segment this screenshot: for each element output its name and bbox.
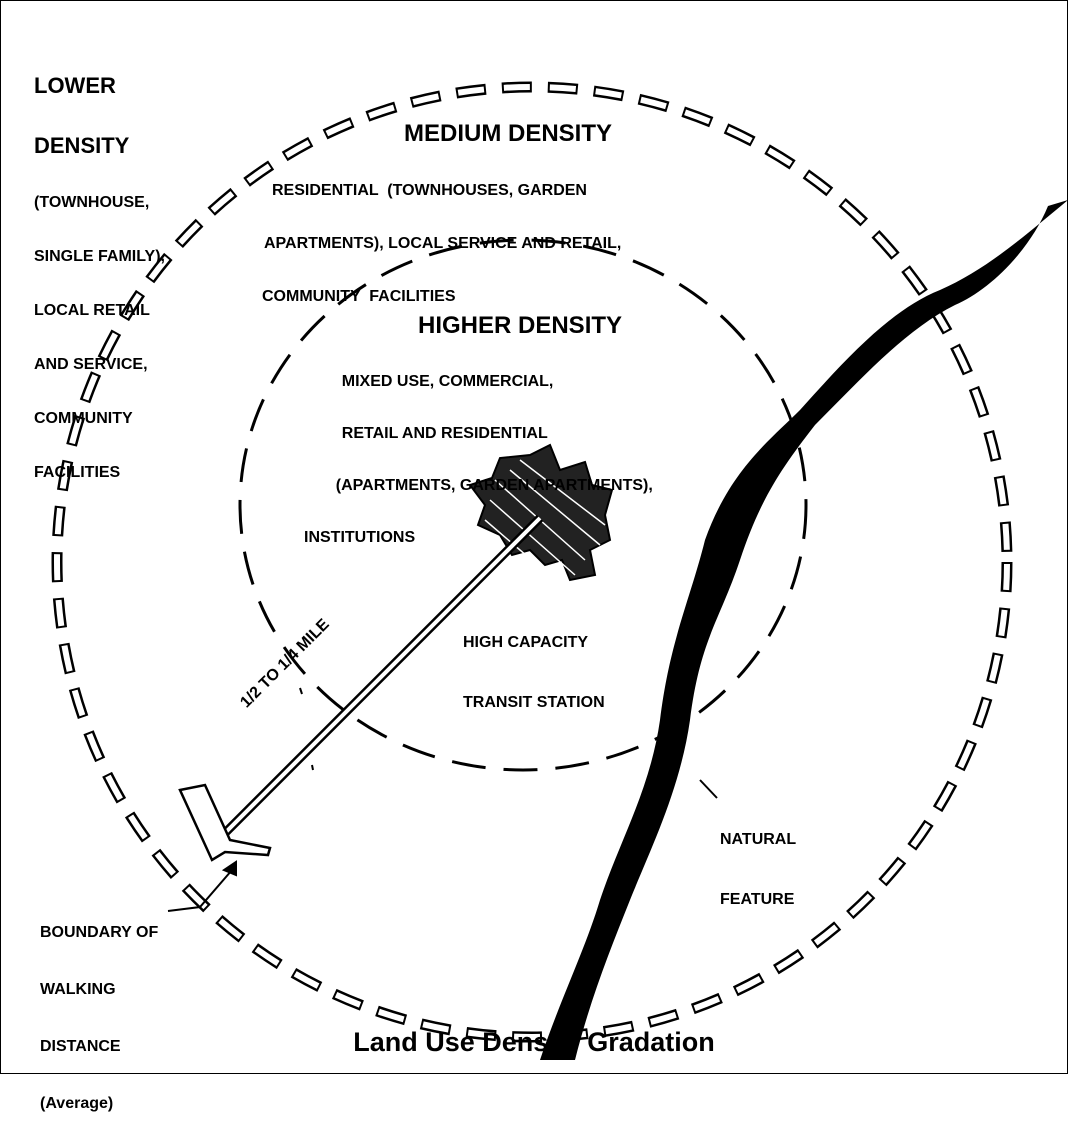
lower-density-line-2: SINGLE FAMILY), (34, 248, 165, 265)
medium-density-heading: MEDIUM DENSITY (404, 120, 613, 147)
lower-density-line-3: LOCAL RETAIL (34, 302, 150, 319)
higher-density-heading: HIGHER DENSITY (418, 312, 623, 339)
transit-station-line-1: HIGH CAPACITY (463, 634, 589, 651)
higher-density-line-2: RETAIL AND RESIDENTIAL (324, 425, 548, 442)
higher-density-label: HIGHER DENSITY MIXED USE, COMMERCIAL, RE… (304, 280, 653, 564)
lower-density-line-4: AND SERVICE, (34, 356, 148, 373)
leader-lines (167, 779, 718, 912)
walking-boundary-line-4: (Average) (40, 1095, 114, 1112)
medium-density-label: MEDIUM DENSITY RESIDENTIAL (TOWNHOUSES, … (262, 88, 822, 323)
lower-density-heading-2: DENSITY (34, 133, 130, 158)
medium-density-line-2: APARTMENTS), LOCAL SERVICE AND RETAIL, (264, 235, 622, 252)
natural-feature-line-2: FEATURE (720, 891, 795, 908)
natural-feature-river (540, 200, 1068, 1060)
walking-boundary-label: BOUNDARY OF WALKING DISTANCE (Average) (40, 885, 158, 1132)
inner-ring (238, 238, 808, 772)
walking-boundary-line-3: DISTANCE (40, 1038, 121, 1055)
lower-density-line-1: (TOWNHOUSE, (34, 194, 150, 211)
distance-line (178, 514, 544, 862)
natural-feature-label: NATURAL FEATURE (720, 790, 796, 930)
medium-density-line-1: RESIDENTIAL (TOWNHOUSES, GARDEN (272, 182, 587, 199)
medium-density-line-3: COMMUNITY FACILITIES (262, 288, 456, 305)
transit-station-icon (468, 443, 614, 582)
diagram-artwork (51, 81, 1068, 1060)
diagram-title: Land Use Density Gradation (353, 1027, 715, 1057)
outer-ring (51, 81, 1013, 1043)
walking-boundary-line-2: WALKING (40, 981, 116, 998)
natural-feature-line-1: NATURAL (720, 831, 797, 848)
higher-density-line-1: MIXED USE, COMMERCIAL, (324, 373, 554, 390)
lower-density-label: LOWER DENSITY (TOWNHOUSE, SINGLE FAMILY)… (34, 38, 165, 500)
higher-density-line-3: (APARTMENTS, GARDEN APARTMENTS), (318, 477, 653, 494)
lower-density-line-6: FACILITIES (34, 464, 121, 481)
transit-station-line-2: TRANSIT STATION (463, 694, 605, 711)
higher-density-line-4: INSTITUTIONS (304, 529, 416, 546)
lower-density-heading-1: LOWER (34, 73, 116, 98)
distance-ticks (299, 687, 314, 771)
lower-density-line-5: COMMUNITY (34, 410, 133, 427)
transit-station-label: HIGH CAPACITY TRANSIT STATION (463, 593, 605, 733)
walking-boundary-line-1: BOUNDARY OF (40, 924, 159, 941)
